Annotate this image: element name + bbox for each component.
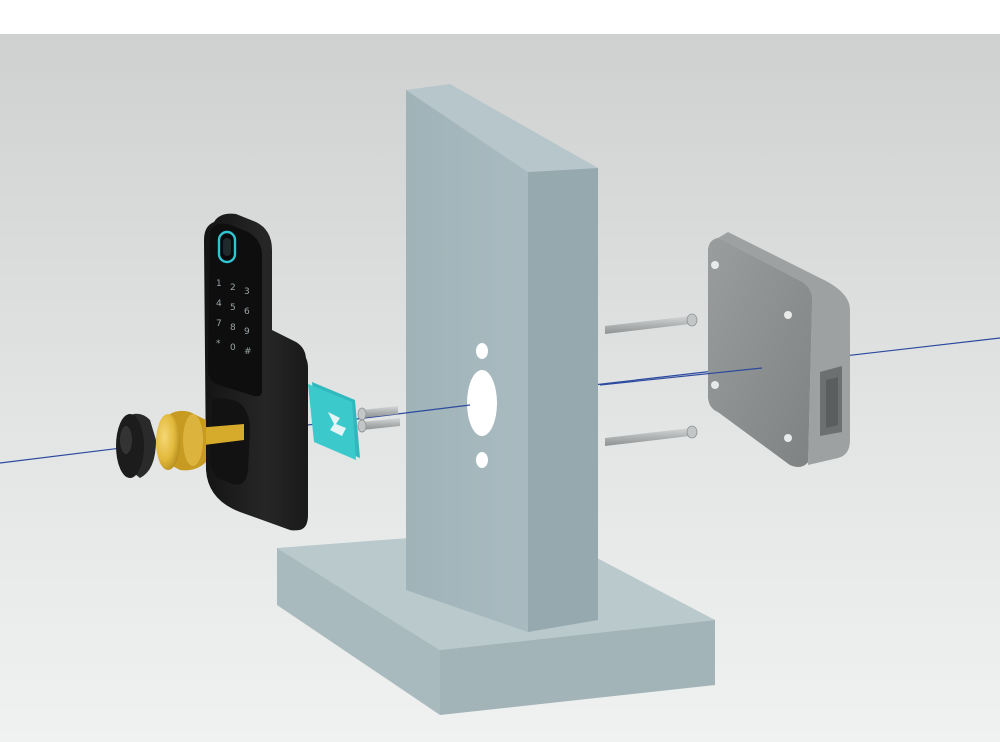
keypad-key-3: 3 <box>244 287 250 297</box>
keypad-key-hash: # <box>244 347 252 357</box>
housing-screw-hole-1 <box>711 261 719 269</box>
keypad-key-star: * <box>216 339 221 349</box>
keypad-key-1: 1 <box>216 279 222 289</box>
keypad-key-2: 2 <box>230 283 236 293</box>
fingerprint-sensor-icon <box>217 230 237 264</box>
keypad-key-9: 9 <box>244 327 250 337</box>
housing-screw-hole-3 <box>711 381 719 389</box>
door-cylinder-hole <box>467 370 497 436</box>
housing-face <box>708 238 812 467</box>
door-side-face <box>528 168 598 632</box>
assembly-axis-line-mid <box>599 367 763 386</box>
cylinder-face <box>156 414 180 470</box>
keypad-face <box>208 223 262 397</box>
keypad-key-7: 7 <box>216 319 222 329</box>
keypad-key-4: 4 <box>216 299 222 309</box>
short-screws <box>357 406 400 433</box>
black-end-cap <box>116 413 156 478</box>
long-screw-upper <box>605 313 698 334</box>
long-screws <box>605 313 698 446</box>
housing-screw-hole-2 <box>784 311 792 319</box>
cylinder-spindle <box>196 424 244 446</box>
long-screw-lower <box>605 425 698 446</box>
brass-cylinder <box>156 410 244 471</box>
door-top-face <box>406 84 598 172</box>
keypad-key-8: 8 <box>230 323 236 333</box>
keypad-key-6: 6 <box>244 307 250 317</box>
keypad-key-5: 5 <box>230 303 236 313</box>
mounting-plate <box>308 382 360 460</box>
keypad-key-0: 0 <box>230 343 236 353</box>
rear-lock-housing <box>708 232 850 467</box>
plate-cross-slot <box>328 412 346 436</box>
door-upper-screw-hole <box>476 343 488 359</box>
door-front-face <box>406 90 528 632</box>
door-panel <box>406 84 598 632</box>
housing-screw-hole-4 <box>784 434 792 442</box>
door-lower-screw-hole <box>476 452 488 468</box>
